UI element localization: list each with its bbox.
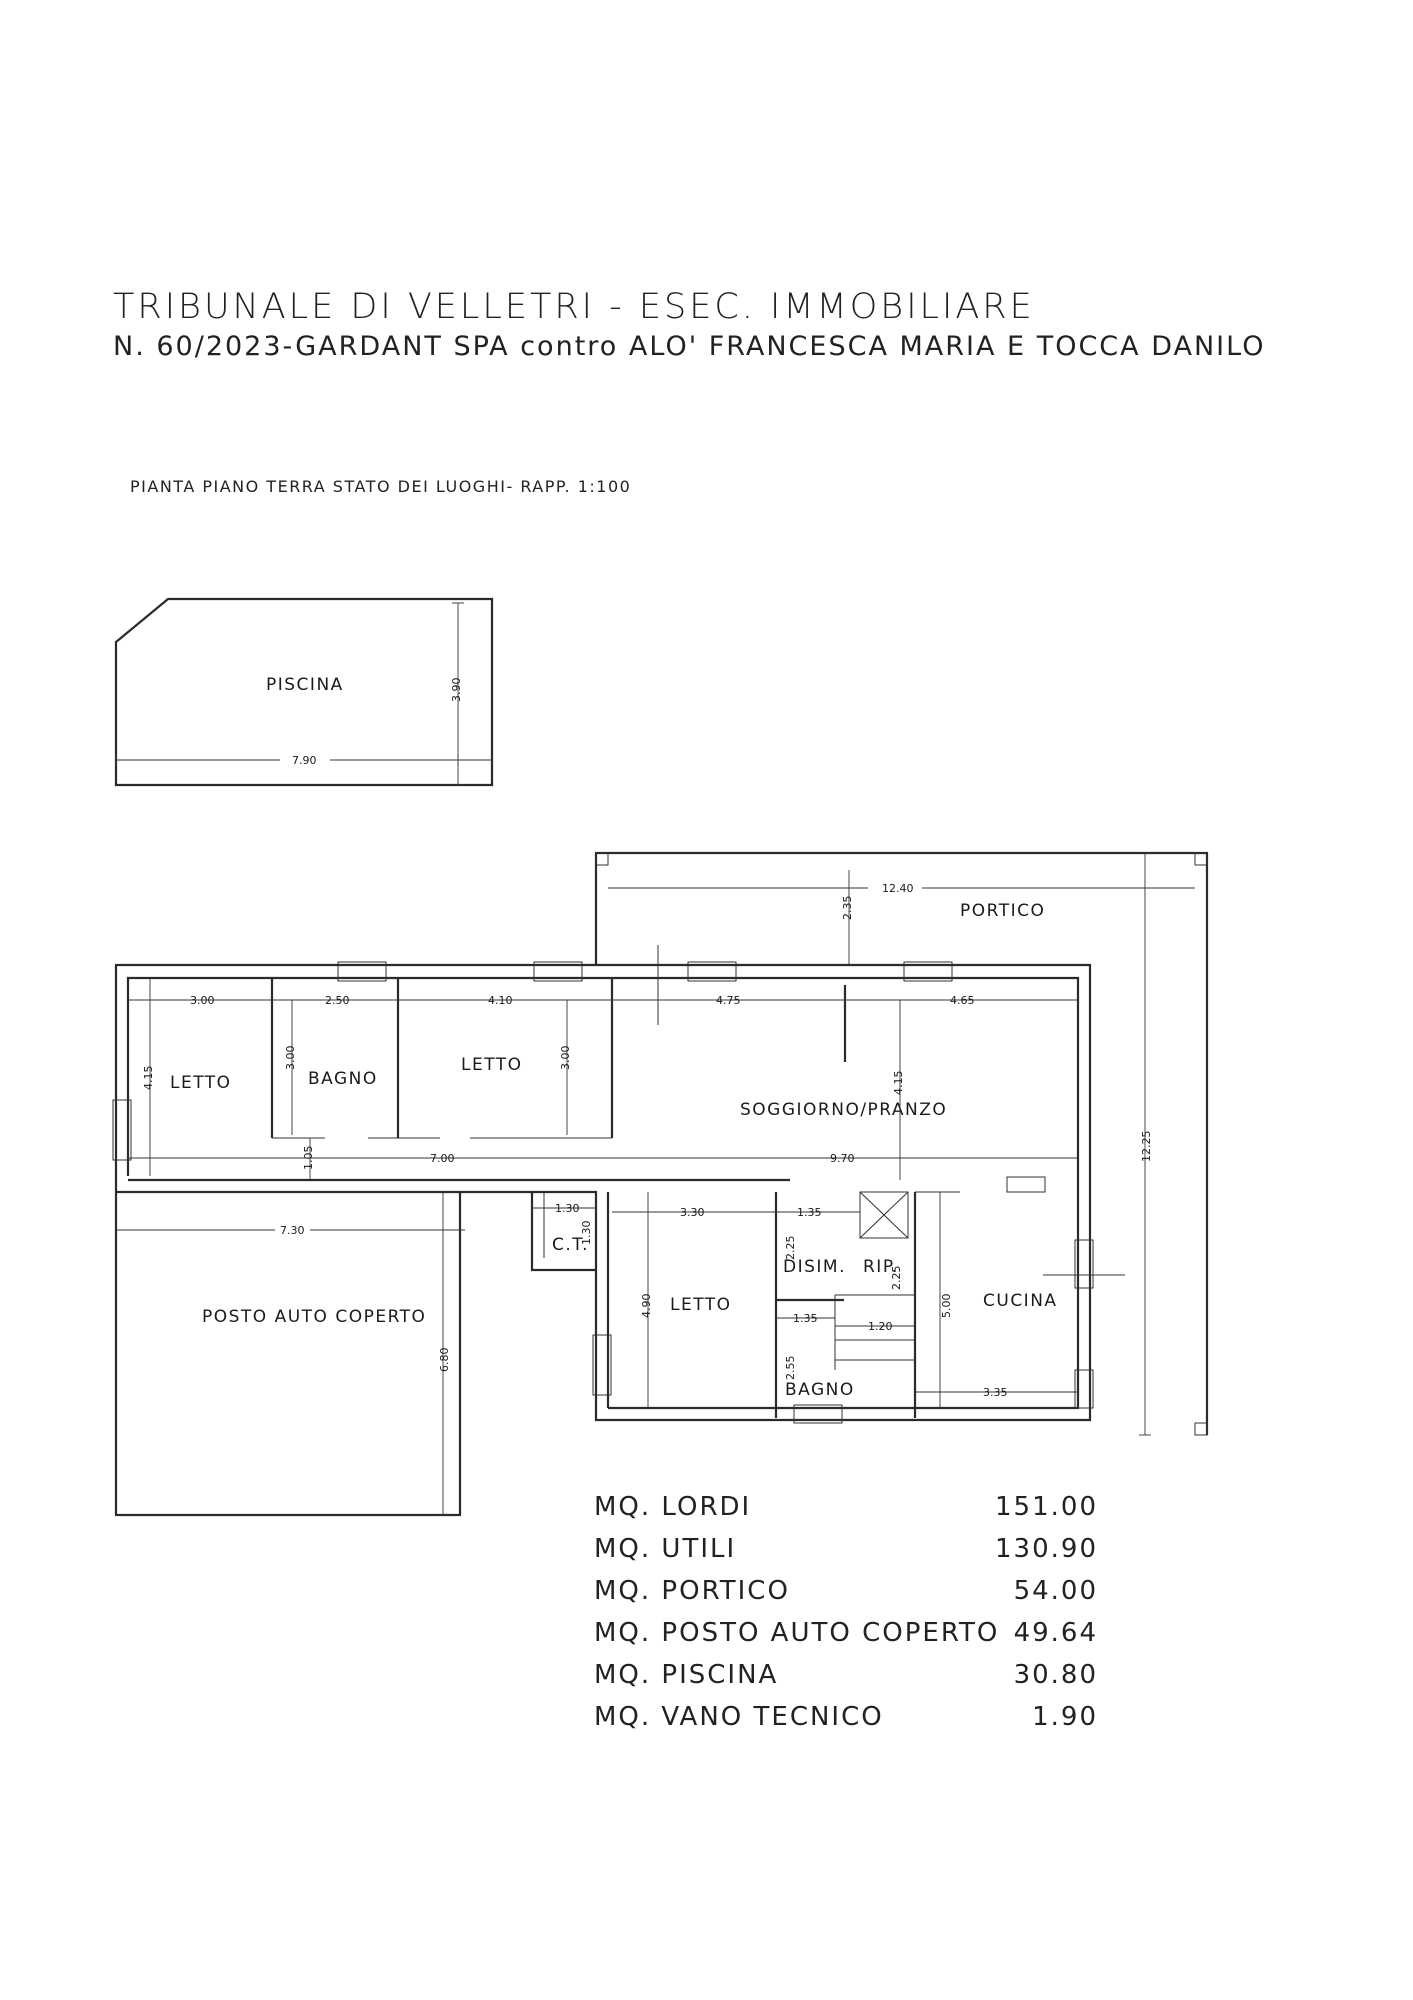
dim-sogg-w1: 4.75: [716, 994, 741, 1007]
area-label: MQ. POSTO AUTO COPERTO: [594, 1618, 999, 1648]
area-value: 1.90: [1032, 1702, 1098, 1732]
case-reference: N. 60/2023-GARDANT SPA contro ALO' FRANC…: [113, 331, 1265, 362]
dim-bagno2-h: 2.55: [784, 1356, 797, 1381]
area-label: MQ. PORTICO: [594, 1576, 790, 1606]
carport-area: 6.80: [114, 1192, 462, 1517]
interior-walls: [128, 978, 1046, 1418]
dim-bagno1-h: 3.00: [284, 1046, 297, 1071]
room-label-disim: DISIM.: [783, 1257, 846, 1277]
dim-bagno1-w: 2.50: [325, 994, 350, 1007]
dim-letto3-w: 3.30: [680, 1206, 705, 1219]
area-label: MQ. VANO TECNICO: [594, 1702, 884, 1732]
room-label-portico: PORTICO: [960, 901, 1045, 921]
room-label-letto-3: LETTO: [670, 1295, 732, 1315]
document-title: TRIBUNALE DI VELLETRI - ESEC. IMMOBILIAR…: [113, 287, 1035, 327]
dim-portico-d: 2.35: [841, 896, 854, 921]
dimension-lines: 3.00 4.15 2.50 3.00 4.10 3.00 4.75 4.65 …: [116, 978, 1078, 1408]
dim-piscina-h: 3.90: [450, 678, 463, 703]
dim-ct-w: 1.30: [555, 1202, 580, 1215]
room-label-letto-1: LETTO: [170, 1073, 232, 1093]
dim-letto1-w: 3.00: [190, 994, 215, 1007]
dim-posto-h: 6.80: [438, 1348, 451, 1373]
dim-ct-h: 1.30: [580, 1221, 593, 1246]
dim-posto-w: 7.30: [280, 1224, 305, 1237]
dim-letto2-h: 3.00: [559, 1046, 572, 1071]
dim-rip-h: 2.25: [890, 1266, 903, 1291]
room-label-posto-auto: POSTO AUTO COPERTO: [202, 1307, 426, 1327]
area-value: 54.00: [1014, 1576, 1098, 1606]
dim-overall-h: 12.25: [1140, 1131, 1153, 1163]
room-label-bagno-1: BAGNO: [308, 1069, 378, 1089]
area-value: 49.64: [1014, 1618, 1098, 1648]
dim-piscina-w: 7.90: [292, 754, 317, 767]
dim-rip-w: 1.20: [868, 1320, 893, 1333]
portico-area: 12.40 2.35 PORTICO 12.25: [594, 851, 1209, 1436]
dim-disim-w: 1.35: [797, 1206, 822, 1219]
plan-subtitle: PIANTA PIANO TERRA STATO DEI LUOGHI- RAP…: [130, 477, 631, 496]
room-label-cucina: CUCINA: [983, 1291, 1058, 1311]
dim-letto3-h: 4.90: [640, 1294, 653, 1319]
room-label-bagno-2: BAGNO: [785, 1380, 855, 1400]
dim-letto1-h: 4.15: [142, 1066, 155, 1091]
dim-disim-h: 2.25: [784, 1236, 797, 1261]
dim-corr-w2: 9.70: [830, 1152, 855, 1165]
area-value: 30.80: [1014, 1660, 1098, 1690]
area-label: MQ. PISCINA: [594, 1660, 778, 1690]
dim-sogg-w2: 4.65: [950, 994, 975, 1007]
dim-portico-w: 12.40: [882, 882, 914, 895]
room-label-soggiorno: SOGGIORNO/PRANZO: [740, 1100, 947, 1120]
dim-bagno2-w: 1.35: [793, 1312, 818, 1325]
house-walls: [112, 945, 1125, 1424]
dim-corr-w: 7.00: [430, 1152, 455, 1165]
room-label-ct: C.T.: [552, 1235, 589, 1255]
pool-area: PISCINA 3.90 7.90: [114, 597, 494, 787]
area-value: 130.90: [995, 1534, 1098, 1564]
area-value: 151.00: [995, 1492, 1098, 1522]
dim-cucina-w: 3.35: [983, 1386, 1008, 1399]
room-label-letto-2: LETTO: [461, 1055, 523, 1075]
dim-letto2-w: 4.10: [488, 994, 513, 1007]
room-label-piscina: PISCINA: [266, 675, 344, 695]
area-label: MQ. LORDI: [594, 1492, 751, 1522]
dim-cucina-h: 5.00: [940, 1294, 953, 1319]
dim-sogg-h: 4.15: [892, 1071, 905, 1096]
area-label: MQ. UTILI: [594, 1534, 736, 1564]
room-label-rip: RIP.: [863, 1257, 899, 1277]
